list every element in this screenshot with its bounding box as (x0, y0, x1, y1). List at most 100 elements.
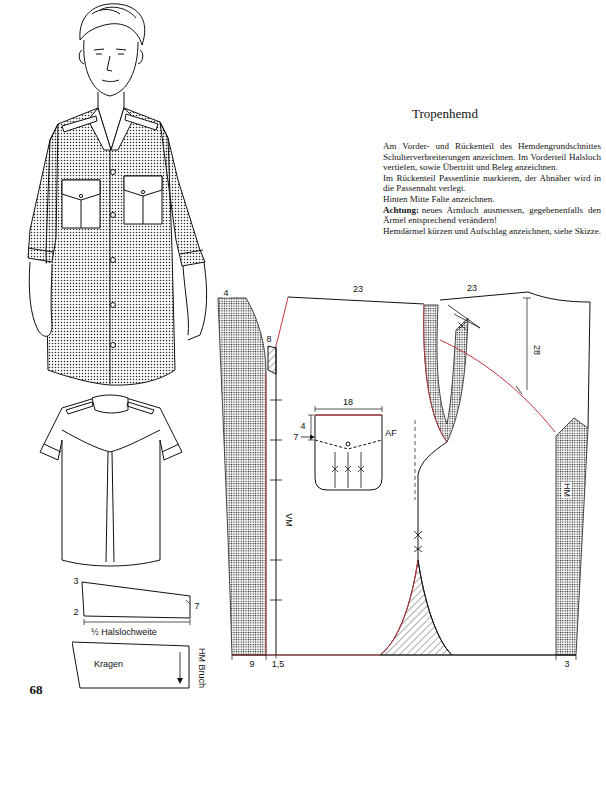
front-piece-part (308, 415, 314, 440)
page-number: 68 (29, 682, 44, 697)
dimension-label: 3 (72, 576, 79, 586)
dimension-label-box: 2 (72, 608, 79, 617)
man-illustration-part (79, 50, 143, 64)
warning-word: Achtung: (383, 205, 419, 215)
man-illustration-part (143, 196, 144, 224)
instruction-line: Hemdärmel kürzen und Aufschlag anzeichne… (383, 226, 601, 236)
man-illustration-part (125, 114, 158, 130)
man-illustration-part (111, 108, 134, 150)
instruction-paragraph: Achtung:neues Armloch ausmessen, gegeben… (383, 205, 601, 226)
dimension-label-box: 18 (342, 398, 354, 407)
back-piece-part (556, 418, 588, 655)
dimension-label-box: 9 (248, 660, 255, 669)
front-piece-part (418, 442, 447, 560)
dimension-label: 23 (352, 284, 364, 294)
front-piece-part (346, 442, 350, 446)
man-illustration-part (46, 108, 175, 385)
dimension-label-box: 3 (72, 577, 79, 586)
instruction-paragraph: Hinten Mitte Falte anzeichnen. (383, 194, 601, 205)
piece-name: Kragen (94, 660, 123, 669)
instruction-paragraph: Im Rückenteil Passenlinie markieren, der… (383, 173, 601, 194)
back-view-illustration (40, 395, 182, 566)
man-illustration-part (94, 49, 126, 50)
front-piece-part (315, 415, 382, 416)
man-illustration-part (111, 170, 116, 175)
front-piece-part (276, 346, 277, 655)
dimension-label-box: 4 (222, 289, 229, 298)
hem-line-part (232, 655, 576, 656)
collar-outline-path (72, 642, 189, 688)
collar-stand-piece-part (82, 582, 190, 618)
collar-stand-piece (82, 582, 190, 625)
front-piece-part (310, 435, 315, 440)
front-piece-part (414, 531, 422, 539)
dimension-label: HM Bruch (197, 647, 207, 689)
page-title: Tropenhemd (412, 106, 478, 121)
man-illustration-part (111, 343, 116, 348)
grain-arrowhead (177, 678, 183, 684)
front-piece-part (218, 298, 266, 655)
man-illustration-part (124, 176, 162, 224)
back-view-illustration-part (62, 430, 160, 452)
instruction-line: Am Vorder- und Rückenteil des Hemdengrun… (383, 141, 601, 172)
dimension-label-box: 7 (193, 602, 200, 611)
front-piece-part (424, 305, 447, 442)
dimension-label-box: 68 (29, 683, 44, 696)
dimension-label-box: 23 (466, 284, 478, 293)
hem-line-part (418, 560, 576, 655)
instruction-text: Am Vorder- und Rückenteil des Hemdengrun… (383, 141, 601, 236)
man-illustration-part (111, 258, 116, 263)
dimension-label-box: HM Bruch (197, 647, 206, 689)
man-illustration-part (96, 54, 124, 55)
dimension-label: 3 (563, 659, 570, 669)
dimension-label: 28 (532, 344, 542, 356)
man-illustration-part (110, 150, 111, 384)
front-piece-part (315, 406, 382, 412)
man-illustration (28, 4, 207, 385)
front-piece-part (315, 440, 382, 449)
back-piece-part (458, 322, 466, 330)
man-illustration-part (80, 4, 145, 45)
dimension-label: 1,5 (271, 659, 286, 669)
front-piece-part (276, 297, 288, 346)
dimension-label-box: 3 (563, 660, 570, 669)
man-illustration-part (62, 180, 100, 228)
dimension-label-box: AF (384, 429, 398, 438)
dimension-label: 2 (72, 607, 79, 617)
dimension-label-box: ½ Halslochweite (90, 628, 158, 637)
hem-line (232, 560, 576, 660)
dimension-label-box: 4 (299, 422, 306, 431)
front-piece-part (415, 420, 416, 500)
instruction-line: Im Rückenteil Passenlinie markieren, der… (383, 173, 601, 194)
man-illustration-part (102, 80, 119, 82)
back-piece-part (448, 305, 480, 328)
man-illustration-part (111, 213, 116, 218)
collar-piece: Kragen (72, 640, 190, 690)
man-illustration-part (88, 108, 111, 150)
instruction-line: Hinten Mitte Falte anzeichnen. (383, 194, 494, 204)
dimension-label: 4 (299, 421, 306, 431)
man-illustration-part (62, 180, 100, 200)
front-piece-part (268, 346, 276, 374)
front-piece-part (332, 466, 364, 472)
dimension-label-box: VM (284, 512, 293, 528)
hem-line-part (232, 560, 418, 655)
man-illustration-part (107, 56, 112, 71)
back-piece (440, 292, 590, 655)
man-illustration-part (183, 262, 207, 340)
dimension-label: VM (284, 512, 294, 528)
front-piece-part (335, 452, 361, 488)
dimension-label: 8 (265, 334, 272, 344)
dimension-label: 23 (466, 283, 478, 293)
back-view-illustration-part (66, 402, 154, 414)
back-piece-part (523, 298, 531, 390)
dimension-label-box: 7 (292, 433, 299, 442)
back-view-illustration-part (92, 395, 128, 413)
dimension-label: HM (562, 482, 572, 498)
back-view-illustration-part (106, 452, 114, 562)
back-piece-part (440, 340, 555, 432)
man-illustration-part (79, 194, 82, 197)
front-piece-part (266, 372, 267, 655)
front-piece-part (414, 546, 422, 552)
instruction-paragraph: Hemdärmel kürzen und Aufschlag anzeichne… (383, 226, 601, 237)
